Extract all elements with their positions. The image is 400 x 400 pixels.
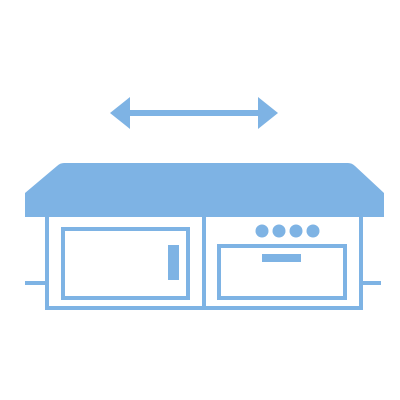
knob-1 — [255, 224, 269, 238]
knob-2 — [272, 224, 286, 238]
door-handle — [168, 245, 179, 280]
arrow-head-left — [110, 97, 130, 129]
arrow-head-right — [258, 97, 278, 129]
cabinet-door — [61, 227, 190, 300]
countertop — [25, 163, 384, 217]
control-knobs — [255, 224, 320, 238]
knob-4 — [306, 224, 320, 238]
oven-drawer — [217, 244, 347, 300]
knob-3 — [289, 224, 303, 238]
width-arrow-icon — [110, 97, 278, 129]
drawer-handle — [262, 254, 301, 262]
